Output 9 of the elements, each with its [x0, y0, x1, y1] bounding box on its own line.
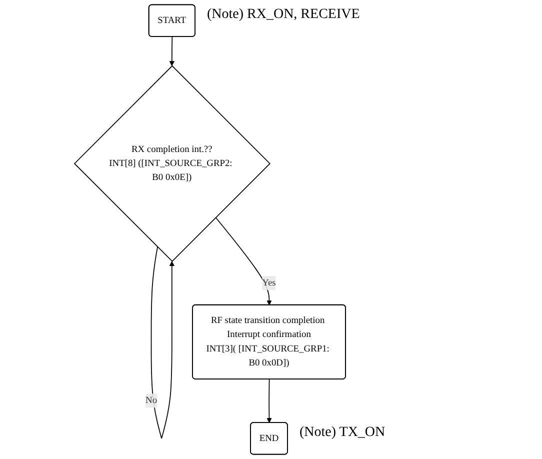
arrow: [169, 36, 174, 66]
arrow: [215, 217, 272, 306]
edge-label: Yes: [262, 278, 276, 288]
note-text: (Note) TX_ON: [299, 424, 386, 440]
note-text: (Note) RX_ON, RECEIVE: [206, 6, 360, 23]
arrow: [266, 378, 272, 424]
node-diamond: RX completion int.?? INT[8] ([INT_SOURCE_GRP2: B0 0x0E]): [74, 65, 270, 262]
arrow: [150, 246, 174, 439]
edge-label: No: [146, 395, 158, 406]
